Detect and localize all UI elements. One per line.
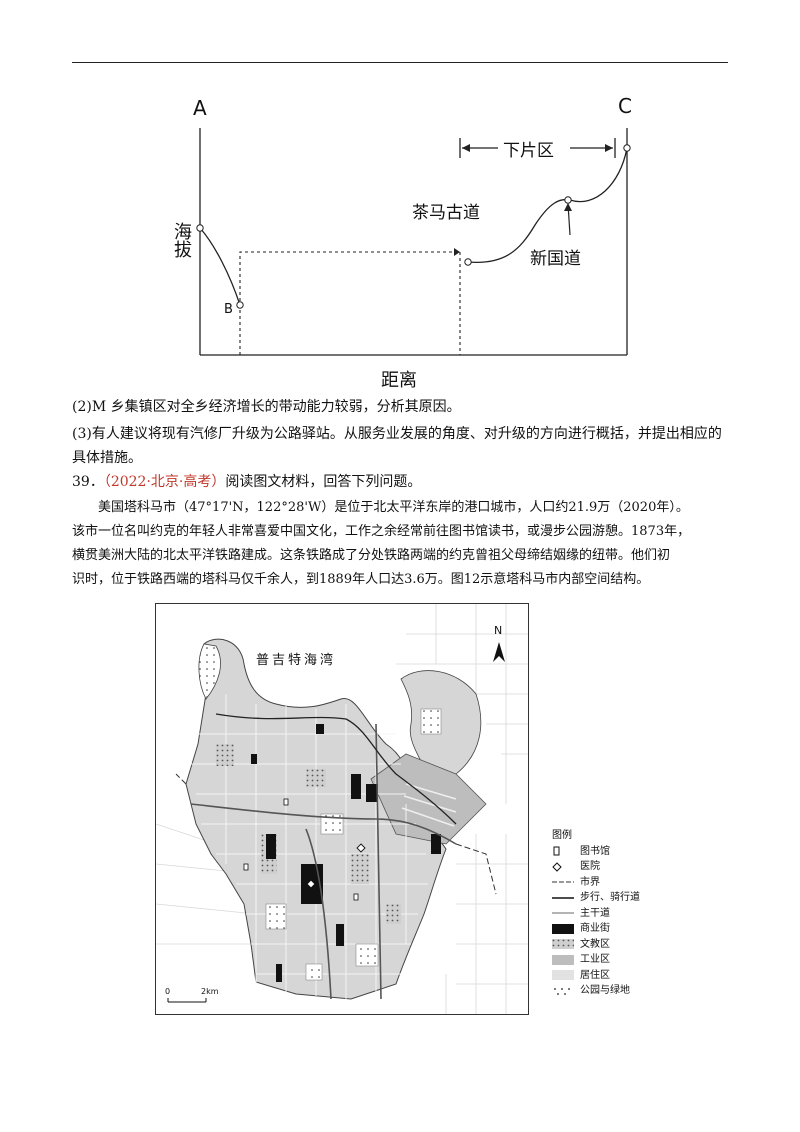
point-b — [236, 301, 244, 309]
label-c: C — [618, 94, 632, 118]
hospital-icon — [552, 862, 574, 872]
trail-line-icon — [552, 893, 574, 903]
legend-item-park: 公园与绿地 — [552, 983, 692, 999]
legend-label: 步行、骑行道 — [580, 892, 640, 903]
tacoma-city-map: 普吉特海湾 N 0 2km — [155, 603, 529, 1015]
port-piers — [401, 783, 457, 827]
passage: 美国塔科马市（47°17'N，122°28'W）是位于北太平洋东岸的港口城市，人… — [72, 496, 728, 592]
tea-horse-road-label: 茶马古道 — [412, 203, 480, 223]
legend-label: 市界 — [580, 876, 600, 888]
library-markers — [243, 798, 359, 901]
passage-line4: 识时，位于铁路西端的塔科马仅千余人，到1889年人口达3.6万。图12示意塔科马… — [72, 572, 650, 587]
question-39-number: 39． — [72, 474, 104, 490]
library-icon — [552, 846, 574, 856]
boundary-line-icon — [552, 877, 574, 887]
peninsula-park — [198, 643, 221, 700]
legend-item-hospital: 医院 — [552, 859, 692, 875]
education-swatch — [552, 939, 574, 950]
new-road-arrowhead — [564, 203, 572, 211]
passage-line2: 该市一位名叫约克的年轻人非常喜爱中国文化，工作之余经常前往图书馆读书，或漫步公园… — [72, 524, 691, 539]
north-label: N — [494, 624, 503, 637]
dashed-route — [239, 251, 460, 355]
legend-item-residential: 居住区 — [552, 968, 692, 984]
legend-item-education: 文教区 — [552, 937, 692, 953]
legend-label: 医院 — [580, 861, 600, 872]
elevation-profile-diagram: A B C 海拔 距离 下片区 茶马古道 新国道 — [160, 90, 660, 400]
legend-label: 公园与绿地 — [580, 985, 630, 996]
map-legend: 图例 图书馆 医院 市界 步行、骑行道 主干道 商业街 文教区 工业区 居住区 … — [552, 828, 692, 999]
legend-item-boundary: 市界 — [552, 875, 692, 891]
y-axis-label: 海拔 — [171, 222, 192, 258]
passage-line1: 美国塔科马市（47°17'N，122°28'W）是位于北太平洋东岸的港口城市，人… — [98, 500, 689, 515]
question-39: 39．（2022·北京·高考）阅读图文材料，回答下列问题。 — [72, 470, 421, 494]
passage-line3: 横贯美洲大陆的北太平洋铁路建成。这条铁路成了分处铁路两端的约克曾祖父母缔结姻缘的… — [72, 548, 671, 563]
dashed-arrowhead — [454, 248, 460, 256]
legend-item-library: 图书馆 — [552, 844, 692, 860]
new-national-road-label: 新国道 — [530, 249, 581, 269]
profile-svg — [196, 128, 631, 356]
point-a — [196, 224, 204, 232]
legend-label: 主干道 — [580, 907, 610, 919]
point-new-road — [564, 196, 572, 204]
header-rule — [72, 62, 728, 63]
region-label: 下片区 — [503, 141, 554, 161]
question-3-line2: 具体措施。 — [72, 450, 142, 466]
label-b: B — [224, 302, 233, 317]
scale-end-label: 2km — [201, 987, 219, 996]
legend-label: 工业区 — [580, 954, 610, 965]
region-arrowhead-right — [605, 144, 613, 152]
park-swatch — [552, 986, 574, 996]
north-arrow-icon — [493, 642, 505, 662]
bay-label: 普吉特海湾 — [256, 653, 337, 668]
legend-item-commercial: 商业街 — [552, 921, 692, 937]
scale-zero-label: 0 — [165, 987, 171, 996]
legend-item-arterial: 主干道 — [552, 906, 692, 922]
profile-curve-c — [467, 147, 628, 264]
hospital-markers — [306, 843, 366, 889]
legend-item-industrial: 工业区 — [552, 952, 692, 968]
commercial-swatch — [552, 923, 574, 934]
legend-label: 文教区 — [580, 938, 610, 950]
question-39-source: （2022·北京·高考） — [103, 474, 226, 490]
legend-label: 图书馆 — [580, 845, 610, 857]
point-c — [623, 144, 631, 152]
arterial-roads — [190, 723, 457, 1000]
park-areas — [265, 708, 442, 981]
question-2: (2)M 乡集镇区对全乡经济增长的带动能力较弱，分析其原因。 — [72, 399, 461, 415]
map-svg — [156, 604, 528, 1014]
legend-item-trail: 步行、骑行道 — [552, 890, 692, 906]
x-axis-label: 距离 — [381, 370, 417, 391]
question-39-prompt: 阅读图文材料，回答下列问题。 — [225, 474, 422, 490]
label-a: A — [193, 96, 207, 120]
residential-swatch — [552, 970, 574, 981]
legend-title: 图例 — [552, 830, 572, 841]
question-3-line1: (3)有人建议将现有汽修厂升级为公路驿站。从服务业发展的角度、对升级的方向进行概… — [72, 426, 722, 442]
arterial-line-icon — [552, 908, 574, 918]
profile-curve-ab — [199, 227, 241, 306]
industrial-swatch — [552, 954, 574, 965]
legend-label: 居住区 — [580, 969, 610, 981]
point-tea-road — [464, 258, 472, 266]
trail — [215, 713, 457, 825]
legend-label: 商业街 — [580, 923, 610, 934]
region-arrowhead-left — [462, 144, 470, 152]
city-boundary — [175, 773, 497, 895]
